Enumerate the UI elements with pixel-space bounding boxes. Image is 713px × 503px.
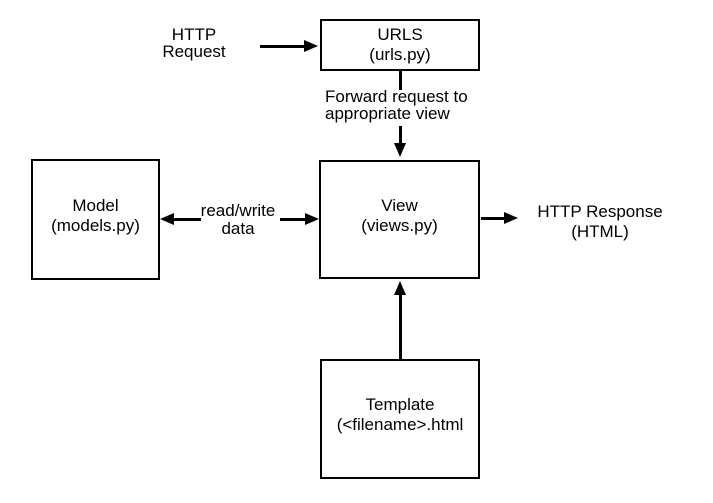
template-box-title: Template [365,395,435,414]
template-box-text: Template (<filename>.html [337,395,464,435]
http-request-label-line1: HTTP [171,25,217,44]
arrow-request-to-urls-shaft [260,45,304,48]
urls-box-title: URLS [377,25,423,44]
view-box-text: View (views.py) [361,196,438,236]
read-write-data-label-line2: data [221,219,255,238]
http-request-label: HTTP Request [130,26,258,60]
urls-box-subtitle: (urls.py) [369,45,431,64]
arrow-view-to-model-shaft [174,218,201,221]
arrow-template-to-view-head-icon [394,281,406,295]
arrow-urls-to-view-head-icon [394,143,406,157]
arrow-model-to-view-shaft [280,218,305,221]
model-box-text: Model (models.py) [51,196,140,236]
view-box-title: View [381,195,418,215]
arrow-model-to-view-head-icon [305,213,319,225]
forward-request-label-line2: appropriate view [325,104,450,123]
arrow-urls-to-view-shaft-upper [399,71,402,90]
template-box: Template (<filename>.html [320,359,480,479]
arrow-request-to-urls-head-icon [304,40,318,52]
read-write-data-label: read/write data [188,202,288,238]
http-response-label-line2: (HTML) [571,222,629,241]
arrow-view-to-model-head-icon [160,213,174,225]
http-response-label-line1: HTTP Response [537,202,663,221]
arrow-view-to-response-head-icon [504,212,518,224]
read-write-data-label-line1: read/write [200,201,276,220]
model-box-title: Model [72,195,119,215]
model-box-subtitle: (models.py) [51,215,140,235]
model-box: Model (models.py) [31,159,160,280]
view-box: View (views.py) [319,160,480,279]
http-response-label: HTTP Response (HTML) [528,202,672,242]
arrow-template-to-view-shaft [399,295,402,359]
urls-box: URLS (urls.py) [320,19,480,71]
urls-box-text: URLS (urls.py) [369,25,430,65]
forward-request-label: Forward request to appropriate view [325,88,468,122]
view-box-subtitle: (views.py) [361,215,438,235]
arrow-urls-to-view-shaft-lower [399,126,402,143]
arrow-view-to-response-shaft [481,217,505,220]
forward-request-label-line1: Forward request to [325,87,468,106]
http-request-label-line2: Request [162,42,226,61]
template-box-subtitle: (<filename>.html [336,415,464,434]
